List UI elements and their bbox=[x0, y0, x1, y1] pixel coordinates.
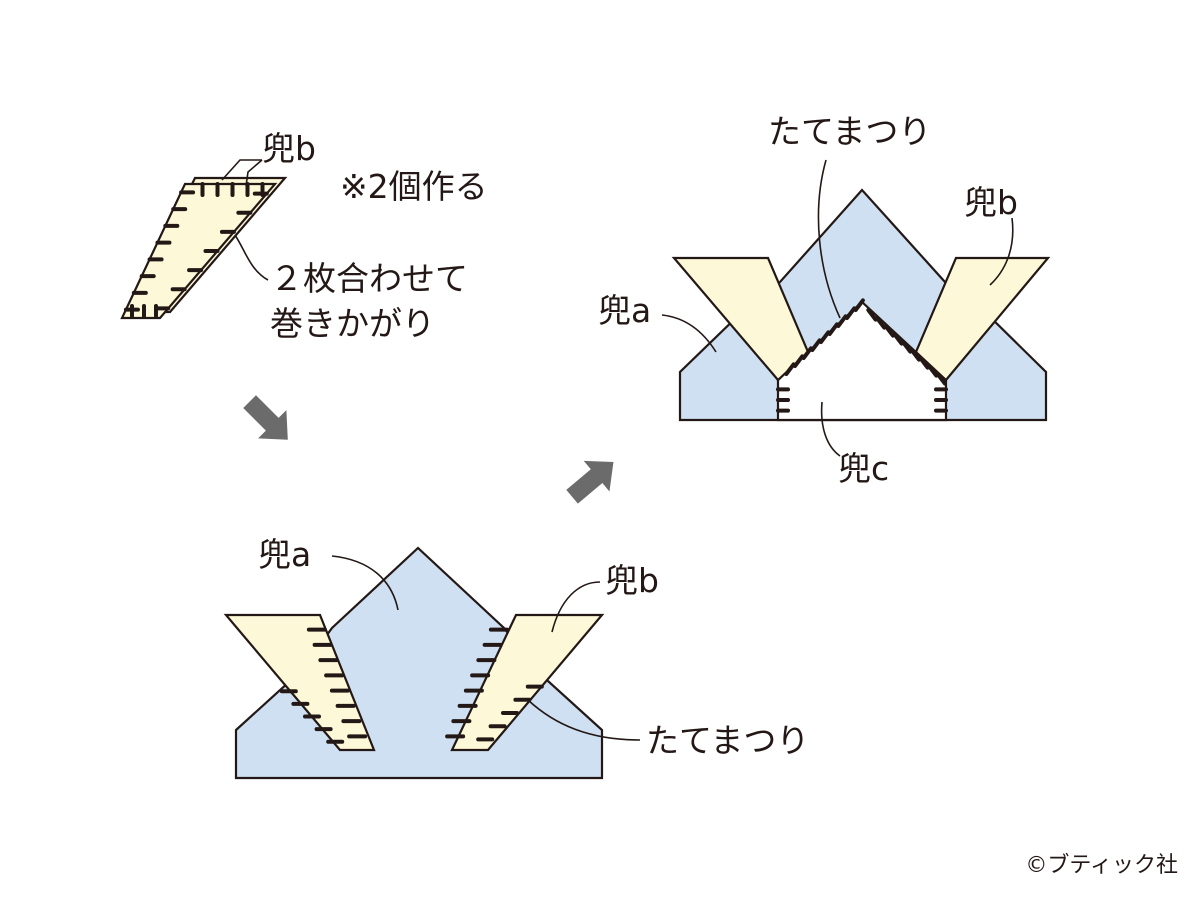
blind-stitch bbox=[836, 314, 848, 328]
blind-stitches-kabuto-c bbox=[776, 298, 948, 413]
label-kabuto-b: 兜b bbox=[605, 561, 659, 600]
blind-stitch bbox=[909, 348, 921, 362]
whip-stitches bbox=[123, 182, 269, 318]
blind-stitch bbox=[853, 298, 865, 312]
blind-stitch bbox=[866, 308, 878, 322]
note-make-two: ※2個作る bbox=[340, 167, 488, 206]
label-kabuto-b: 兜b bbox=[262, 129, 316, 168]
leader-line-kabuto-b bbox=[551, 581, 601, 633]
label-blindstitch: たてまつり bbox=[768, 112, 931, 151]
blind-stitch bbox=[918, 356, 930, 370]
blind-stitch bbox=[901, 340, 913, 354]
leader-line-kabuto-b bbox=[221, 159, 262, 181]
blind-stitch bbox=[927, 364, 939, 378]
blind-stitches-left bbox=[279, 627, 368, 744]
label-kabuto-c: 兜c bbox=[838, 449, 889, 488]
kabuto-b-right-piece-final bbox=[914, 256, 1051, 382]
blind-stitch bbox=[810, 338, 822, 352]
label-kabuto-a: 兜a bbox=[598, 291, 651, 330]
blind-stitch bbox=[793, 354, 805, 368]
label-blindstitch: たてまつり bbox=[646, 721, 809, 760]
label-kabuto-b: 兜b bbox=[964, 183, 1018, 222]
kabuto-b-front-piece bbox=[120, 182, 278, 320]
arrow-down-right-icon bbox=[243, 395, 288, 440]
blind-stitch bbox=[819, 330, 831, 344]
blind-stitch bbox=[827, 322, 839, 336]
blind-stitch bbox=[935, 372, 947, 386]
leader-line-blindstitch bbox=[527, 699, 641, 741]
blind-stitch bbox=[845, 306, 857, 320]
blind-stitch bbox=[784, 362, 796, 376]
blind-stitches-right bbox=[445, 627, 544, 742]
blind-stitch bbox=[892, 332, 904, 346]
blind-stitch bbox=[875, 316, 887, 330]
step3-group: たてまつり 兜b 兜a 兜c bbox=[598, 112, 1051, 488]
leader-line-blindstitch bbox=[817, 159, 841, 319]
label-kabuto-a: 兜a bbox=[258, 535, 311, 574]
leader-line-kabuto-b bbox=[989, 217, 1014, 286]
blind-stitch bbox=[801, 346, 813, 360]
publisher-credit: ©ブティック社 bbox=[1025, 853, 1178, 878]
blind-stitch bbox=[883, 324, 895, 338]
instruction-line1: ２枚合わせて bbox=[270, 259, 468, 298]
step2-group: 兜a 兜b たてまつり bbox=[223, 535, 809, 780]
leader-line-kabuto-a bbox=[331, 555, 399, 611]
leader-line-kabuto-b-2 bbox=[245, 159, 263, 187]
step1-group: 兜b ※2個作る ２枚合わせて 巻きかがり bbox=[120, 129, 488, 343]
arrow-up-right-icon bbox=[566, 460, 614, 504]
leader-line-whipstitch bbox=[234, 234, 269, 281]
leader-line-kabuto-c bbox=[820, 401, 841, 457]
instruction-line2: 巻きかがり bbox=[270, 304, 435, 343]
leader-line-kabuto-a bbox=[661, 314, 717, 353]
